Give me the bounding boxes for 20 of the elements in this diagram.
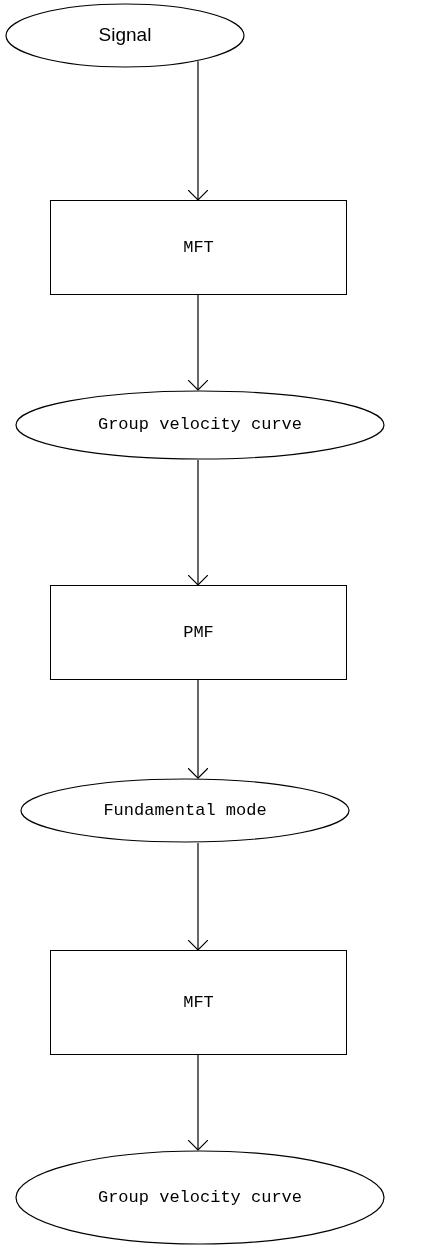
ellipse-node [15, 390, 385, 460]
arrow [187, 294, 209, 391]
arrow [187, 459, 209, 586]
arrow [187, 60, 209, 201]
process-box [50, 950, 347, 1055]
arrow [187, 842, 209, 951]
ellipse-node [20, 778, 350, 843]
arrow [187, 1054, 209, 1151]
node-label: MFT [183, 991, 214, 1014]
node-label: Fundamental mode [103, 799, 267, 822]
node-label: PMF [183, 621, 214, 644]
arrow [187, 679, 209, 779]
node-label: Group velocity curve [97, 1186, 302, 1209]
ellipse-node [5, 3, 245, 68]
node-label: Group velocity curve [97, 414, 302, 437]
node-label: MFT [183, 236, 214, 259]
process-box [50, 200, 347, 295]
ellipse-node [15, 1150, 385, 1245]
process-box [50, 585, 347, 680]
node-label: Signal [98, 23, 152, 48]
